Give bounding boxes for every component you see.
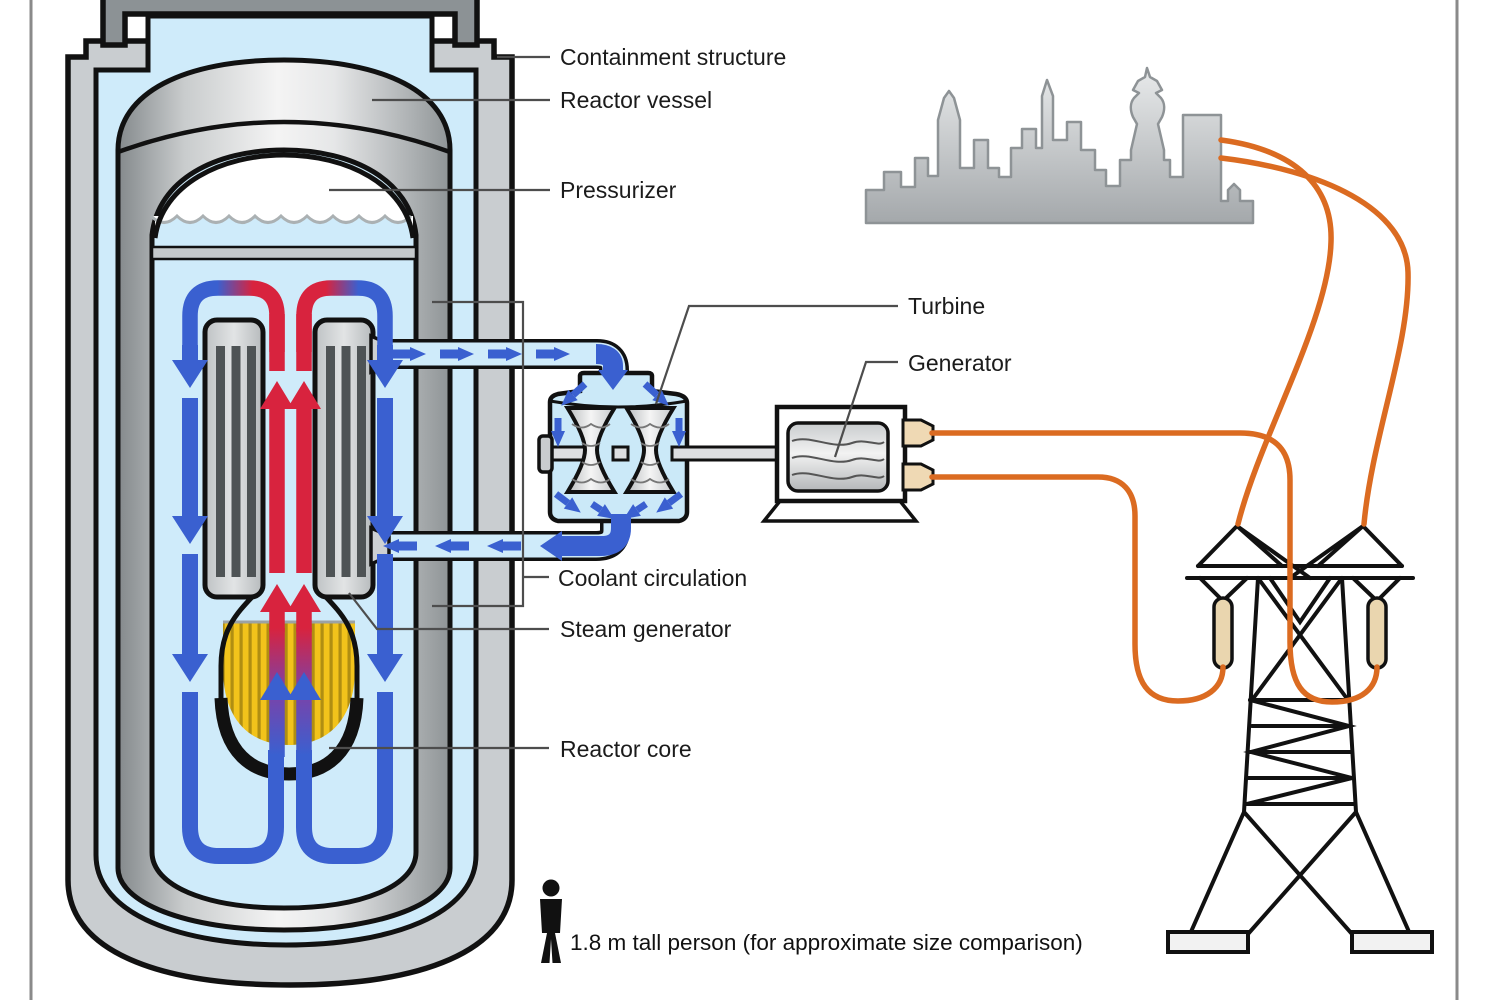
core-barrel-right [323,594,360,702]
label-turbine: Turbine [908,293,985,319]
turbine-flow-arrows [551,381,686,519]
steam-generator-left [202,317,266,600]
turbine-rotor-right [622,406,678,494]
containment-cap [100,0,480,48]
generator-terminal-top [901,418,935,448]
generator [760,404,935,523]
power-line-generator-bottom [929,474,1226,704]
pressurizer [149,152,416,240]
city-skyline [864,66,1255,225]
steam-generator-right [312,317,376,600]
power-line-city-outer [1218,155,1411,527]
turbine-rotor-left [563,406,619,494]
drive-shaft [670,445,781,462]
label-pressurizer: Pressurizer [560,177,677,203]
leader-turbine [654,304,898,405]
label-coolant: Coolant circulation [558,565,747,591]
power-line-generator-top [929,430,1380,705]
core-barrel-left [218,594,255,702]
scale-caption: 1.8 m tall person (for approximate size … [570,930,1083,955]
transmission-tower [1166,524,1434,954]
label-generator: Generator [908,350,1012,376]
label-steam-generator: Steam generator [560,616,732,642]
leader-generator [833,360,898,458]
leader-coolant-bracket [432,300,525,608]
core-support-bowl [214,697,364,781]
coolant-loop [172,280,403,864]
leader-lines [329,55,898,750]
vessel-divider [150,245,418,261]
steam-flow-arrows [383,347,570,553]
insulator-right [1366,596,1388,670]
tower-foot-left [1166,930,1250,954]
turbine [537,344,781,561]
power-lines [929,137,1411,705]
power-line-city-inner [1218,137,1334,527]
reactor-core [214,594,364,781]
leader-steam-generator [348,592,549,631]
generator-terminal-bottom [901,462,935,492]
turbine-bearing [537,434,554,474]
tower-foot-right [1350,930,1434,954]
label-reactor-core: Reactor core [560,736,692,762]
label-containment: Containment structure [560,44,786,70]
person-icon [540,879,562,963]
generator-base [760,499,920,523]
label-reactor-vessel: Reactor vessel [560,87,712,113]
insulator-left [1212,596,1234,670]
